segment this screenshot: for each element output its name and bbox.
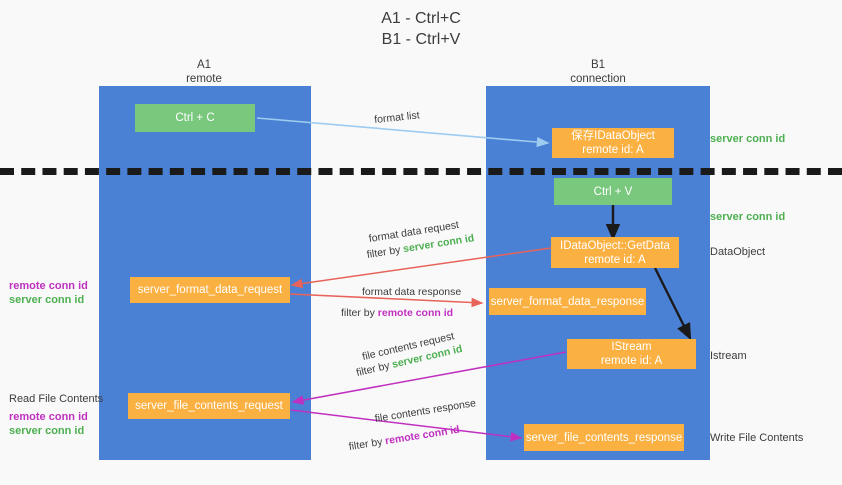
label-server-conn-id-top: server conn id [710, 133, 786, 145]
section-divider [0, 168, 842, 175]
label-server-conn-id: server conn id [9, 425, 85, 437]
filter-prefix: filter by [365, 243, 405, 262]
edge-label-file-contents-response: file contents response [373, 397, 477, 426]
diagram-title: A1 - Ctrl+C B1 - Ctrl+V [381, 10, 461, 48]
node-ctrl-c[interactable]: Ctrl + C [135, 104, 255, 132]
filter-prefix: filter by [341, 307, 378, 319]
node-server-format-data-request[interactable]: server_format_data_request [130, 277, 290, 303]
label-dataobject: DataObject [710, 246, 766, 258]
edge-label-format-data-response-filter: filter by remote conn id [341, 306, 453, 320]
label-remote-conn-id: remote conn id [9, 411, 88, 423]
label-server-conn-id-mid: server conn id [710, 211, 786, 223]
edge-label-file-contents-response-filter: filter by remote conn id [348, 423, 461, 454]
label-read-file-contents: Read File Contents [9, 393, 104, 405]
node-istream[interactable]: IStream remote id: A [567, 339, 696, 369]
node-idataobject-getdata[interactable]: IDataObject::GetData remote id: A [551, 237, 679, 268]
filter-value-remote-conn-id: remote conn id [377, 307, 454, 319]
label-remote-conn-id: remote conn id [9, 280, 88, 292]
filter-prefix: filter by [355, 359, 394, 380]
label-server-conn-id: server conn id [9, 294, 85, 306]
label-conn-ids-top: remote conn id server conn id [9, 279, 88, 307]
node-server-file-contents-response[interactable]: server_file_contents_response [524, 424, 684, 451]
node-save-idataobject[interactable]: 保存IDataObject remote id: A [552, 128, 674, 158]
label-istream: Istream [710, 350, 747, 362]
filter-value-remote-conn-id: remote conn id [384, 423, 461, 448]
node-server-format-data-response[interactable]: server_format_data_response [489, 288, 646, 315]
edge-label-format-list: format list [373, 109, 421, 127]
lane-header-a1: A1 remote [186, 59, 222, 85]
filter-prefix: filter by [347, 435, 387, 454]
edge-label-format-data-response: format data response [362, 286, 462, 298]
lane-header-b1: B1 connection [570, 59, 626, 85]
node-ctrl-v[interactable]: Ctrl + V [554, 178, 672, 205]
label-conn-ids-bottom: remote conn id server conn id [9, 410, 88, 438]
label-write-file-contents: Write File Contents [710, 432, 804, 444]
node-server-file-contents-request[interactable]: server_file_contents_request [128, 393, 290, 419]
